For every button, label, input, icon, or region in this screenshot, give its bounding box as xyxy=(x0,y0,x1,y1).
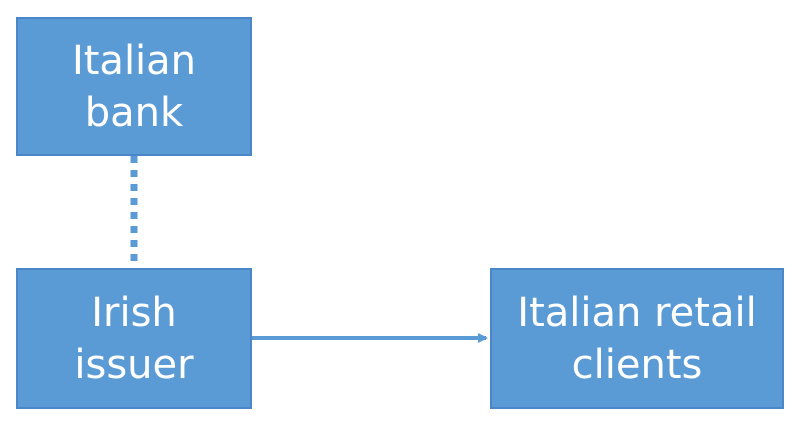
italian-bank-node: Italian bank xyxy=(16,17,252,156)
italian-retail-clients-label: Italian retail clients xyxy=(517,289,757,388)
italian-bank-label: Italian bank xyxy=(71,37,197,136)
irish-issuer-node: Irish issuer xyxy=(16,268,252,409)
irish-issuer-label: Irish issuer xyxy=(74,289,194,388)
italian-retail-clients-node: Italian retail clients xyxy=(490,268,784,409)
